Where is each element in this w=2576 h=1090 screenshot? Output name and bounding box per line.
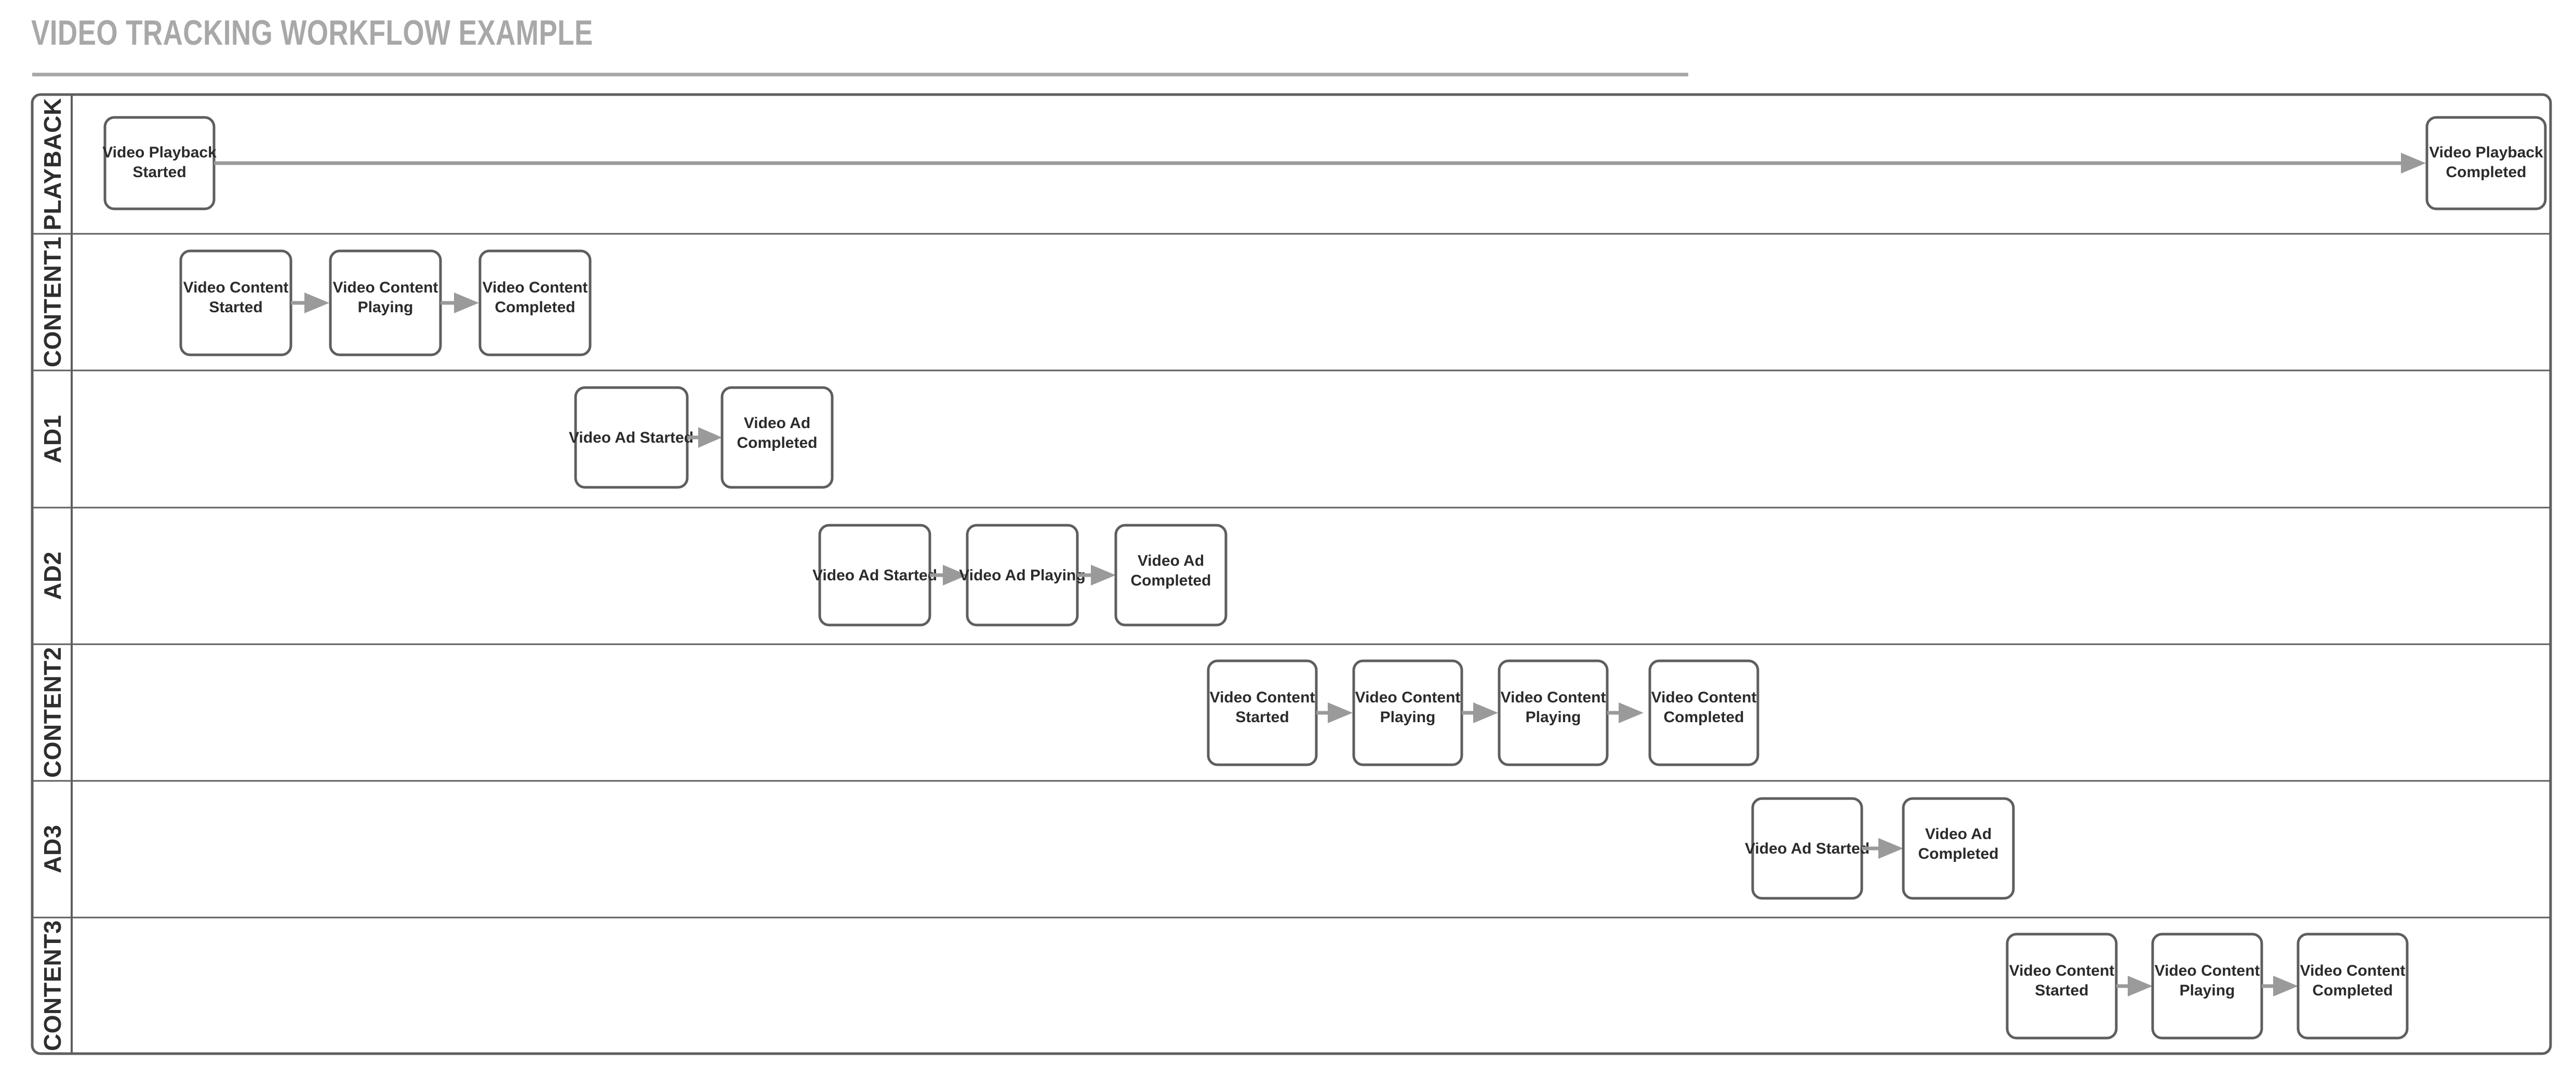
node-playback-started[interactable]: Video Playback Started: [102, 116, 217, 210]
node-label-line1: Video Content: [1355, 689, 1461, 706]
node-label-line1: Video Ad: [744, 415, 810, 432]
lane-label-ad3: AD3: [39, 825, 66, 873]
edge-ad2-started-to-playing: [930, 565, 967, 586]
node-c2-started[interactable]: Video Content Started: [1207, 659, 1318, 766]
node-label-line1: Video Content: [2009, 962, 2115, 979]
node-c2-playing-2[interactable]: Video Content Playing: [1498, 659, 1609, 766]
node-label-line2: Completed: [1918, 845, 1998, 862]
node-label-line1: Video Playback: [102, 144, 217, 161]
node-label-line2: Started: [1235, 709, 1289, 726]
node-label-line1: Video Ad: [1925, 826, 1992, 843]
node-label-line2: Completed: [2312, 982, 2393, 999]
node-label-line2: Completed: [1663, 709, 1744, 726]
node-ad3-completed[interactable]: Video Ad Completed: [1902, 797, 2015, 900]
node-label-line2: Started: [209, 299, 262, 316]
edge-ad1-started-to-completed: [687, 427, 722, 448]
node-ad1-completed[interactable]: Video Ad Completed: [720, 386, 834, 489]
node-label-line1: Video Ad Started: [569, 429, 693, 446]
node-label-line2: Completed: [495, 299, 575, 316]
node-c2-playing-1[interactable]: Video Content Playing: [1352, 659, 1463, 766]
edge-ad2-playing-to-completed: [1077, 565, 1116, 586]
node-label-line2: Started: [2035, 982, 2088, 999]
node-label-line1: Video Ad Started: [812, 567, 937, 584]
node-label-line1: Video Content: [2300, 962, 2406, 979]
edge-c2-started-to-playing-1: [1316, 702, 1353, 723]
node-label-line1: Video Playback: [2429, 144, 2543, 161]
node-label-line1: Video Content: [1210, 689, 1315, 706]
node-c3-playing[interactable]: Video Content Playing: [2151, 933, 2263, 1040]
title-underline-rule: [32, 73, 1688, 76]
lane-label-content3: CONTENT3: [39, 920, 66, 1051]
node-label-line2: Completed: [737, 434, 817, 451]
page-title: VIDEO TRACKING WORKFLOW EXAMPLE: [31, 13, 593, 52]
lane-label-playback: PLAYBACK: [39, 98, 66, 230]
edge-c1-playing-to-completed: [441, 293, 479, 313]
edge-playback-started-to-completed: [214, 153, 2426, 174]
node-label-line1: Video Content: [483, 279, 588, 296]
node-c3-completed[interactable]: Video Content Completed: [2297, 933, 2409, 1040]
lane-label-content1: CONTENT1: [39, 236, 66, 367]
node-label-line1: Video Content: [333, 279, 438, 296]
node-label-line2: Playing: [1380, 709, 1436, 726]
node-label-line1: Video Content: [183, 279, 289, 296]
node-c1-playing[interactable]: Video Content Playing: [329, 249, 442, 356]
lane-label-content2: CONTENT2: [39, 647, 66, 778]
node-label-line2: Started: [132, 164, 186, 181]
node-label-line2: Completed: [2446, 164, 2526, 181]
node-playback-completed[interactable]: Video Playback Completed: [2425, 116, 2547, 210]
node-label-line1: Video Ad Started: [1745, 840, 1870, 857]
edge-c3-started-to-playing: [2116, 976, 2153, 996]
node-label-line1: Video Ad Playing: [959, 567, 1085, 584]
edge-c2-playing-2-to-completed: [1607, 702, 1644, 723]
edge-c3-playing-to-completed: [2262, 976, 2298, 996]
node-c2-completed[interactable]: Video Content Completed: [1648, 659, 1759, 766]
node-c3-started[interactable]: Video Content Started: [2006, 933, 2118, 1040]
node-label-line2: Playing: [2180, 982, 2235, 999]
node-label-line1: Video Content: [2155, 962, 2260, 979]
node-label-line2: Completed: [1130, 572, 1211, 589]
node-label-line1: Video Content: [1651, 689, 1757, 706]
edge-c1-started-to-playing: [291, 293, 329, 313]
node-c1-completed[interactable]: Video Content Completed: [478, 249, 592, 356]
node-ad2-playing[interactable]: Video Ad Playing: [959, 524, 1086, 627]
lane-label-ad2: AD2: [39, 551, 66, 600]
node-c1-started[interactable]: Video Content Started: [179, 249, 292, 356]
node-ad3-started[interactable]: Video Ad Started: [1745, 797, 1870, 900]
node-label-line2: Playing: [1526, 709, 1581, 726]
edge-ad3-started-to-completed: [1862, 838, 1903, 859]
node-ad1-started[interactable]: Video Ad Started: [569, 386, 693, 489]
node-ad2-completed[interactable]: Video Ad Completed: [1114, 524, 1227, 627]
node-label-line2: Playing: [358, 299, 413, 316]
pool-outline: [31, 93, 2552, 1055]
node-label-line1: Video Ad: [1138, 552, 1204, 569]
lane-label-ad1: AD1: [39, 415, 66, 463]
edge-c2-playing-1-to-playing-2: [1462, 702, 1498, 723]
node-ad2-started[interactable]: Video Ad Started: [812, 524, 937, 627]
node-label-line1: Video Content: [1501, 689, 1606, 706]
